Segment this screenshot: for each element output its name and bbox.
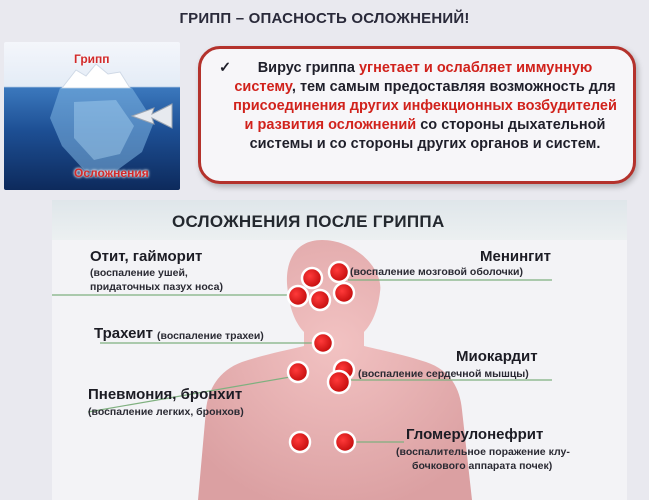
dot-trachea: [311, 331, 335, 355]
label-tracheitis: Трахеит: [94, 325, 153, 342]
complications-header: [52, 200, 627, 240]
desc-meningitis: (воспаление мозговой оболочки): [350, 266, 523, 278]
desc-pneumonia: (воспаление легких, бронхов): [88, 406, 244, 418]
label-meningitis: Менингит: [480, 248, 551, 265]
dot-nose: [308, 288, 332, 312]
dot-sinus-left: [286, 284, 310, 308]
iceberg-top-label: Грипп: [74, 52, 110, 66]
info-text-highlight2: присоединения других инфекционных возбуд…: [233, 98, 617, 133]
line-pneumonia: [87, 375, 297, 413]
page-title: ГРИПП – ОПАСНОСТЬ ОСЛОЖНЕНИЙ!: [179, 10, 470, 27]
iceberg-bottom-label: Осложнения: [74, 166, 149, 180]
desc-otitis-1: (воспаление ушей,: [90, 267, 188, 279]
label-glomerulonephritis: Гломерулонефрит: [406, 426, 544, 443]
iceberg-image: [4, 42, 180, 190]
info-box: ✓ Вирус гриппа угнетает и ослабляет имму…: [198, 46, 636, 184]
info-text-part5: со стороны дыхательной системы и со стор…: [249, 117, 606, 152]
label-otitis: Отит, гайморит: [90, 248, 203, 265]
dot-sinus-right: [332, 281, 356, 305]
body-diagram: [52, 240, 552, 500]
dot-heart: [326, 369, 352, 395]
complications-title: ОСЛОЖНЕНИЯ ПОСЛЕ ГРИППА: [172, 212, 445, 231]
label-myocarditis: Миокардит: [456, 348, 538, 365]
checkmark-icon: ✓: [219, 60, 232, 76]
dot-ear-left: [300, 266, 324, 290]
dot-kidney-right: [333, 430, 357, 454]
desc-tracheitis: (воспаление трахеи): [157, 330, 264, 342]
info-text: Вирус гриппа угнетает и ослабляет иммунн…: [219, 59, 617, 154]
label-pneumonia: Пневмония, бронхит: [88, 386, 243, 403]
info-text-highlight1: угнетает и ослабляет иммунную систему: [234, 60, 593, 95]
desc-glomerulonephritis-1: (воспалительное поражение клу-: [396, 446, 570, 458]
desc-myocarditis: (воспаление сердечной мышцы): [358, 368, 529, 380]
complications-panel: ОСЛОЖНЕНИЯ ПОСЛЕ ГРИППА: [52, 200, 627, 500]
dot-head-top: [327, 260, 351, 284]
dot-lung-left: [286, 360, 310, 384]
info-text-part1: Вирус гриппа: [257, 60, 359, 76]
info-text-part3: , тем самым предоставляя возможность для: [291, 79, 616, 95]
dot-kidney-left: [288, 430, 312, 454]
desc-glomerulonephritis-2: бочкового аппарата почек): [412, 460, 553, 472]
desc-otitis-2: придаточных пазух носа): [90, 281, 223, 293]
